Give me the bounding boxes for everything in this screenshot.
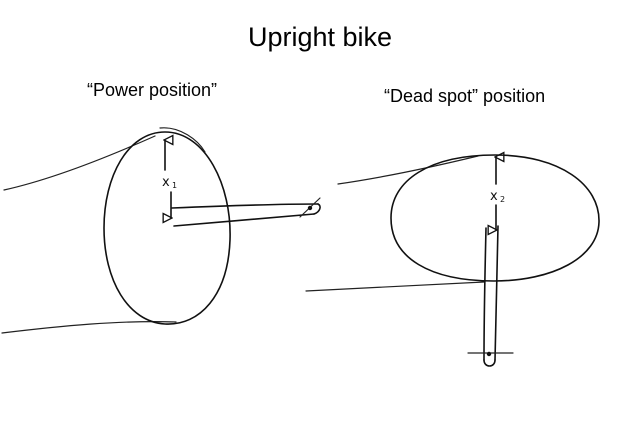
dimension-symbol-left: x — [162, 175, 170, 190]
upper-leg-line-right — [337, 155, 479, 185]
dimension-subscript-left: 1 — [172, 181, 177, 190]
pedal-pivot-right — [486, 351, 492, 357]
crank-arm-left — [171, 203, 319, 227]
crank-arm-right — [483, 225, 499, 361]
lower-leg-line-right — [305, 281, 485, 292]
upper-leg-line-left — [3, 135, 156, 191]
crank-path-overstroke-left — [159, 127, 206, 153]
pedal-end-right — [483, 359, 496, 367]
crank-path-ellipse-right — [390, 154, 600, 282]
pedal-pivot-left — [307, 205, 313, 211]
dimension-subscript-right: 2 — [500, 195, 505, 204]
dimension-symbol-right: x — [490, 189, 498, 204]
power-position-diagram: x 1 — [1, 127, 321, 334]
crank-path-ellipse-left — [103, 131, 231, 325]
pedal-end-left — [313, 203, 321, 215]
lower-leg-line-left — [1, 321, 177, 334]
power-position-label: “Power position” — [87, 80, 218, 100]
dead-spot-diagram: x 2 — [305, 154, 600, 367]
page-title: Upright bike — [247, 22, 393, 52]
dead-spot-position-label: “Dead spot” position — [384, 86, 546, 106]
